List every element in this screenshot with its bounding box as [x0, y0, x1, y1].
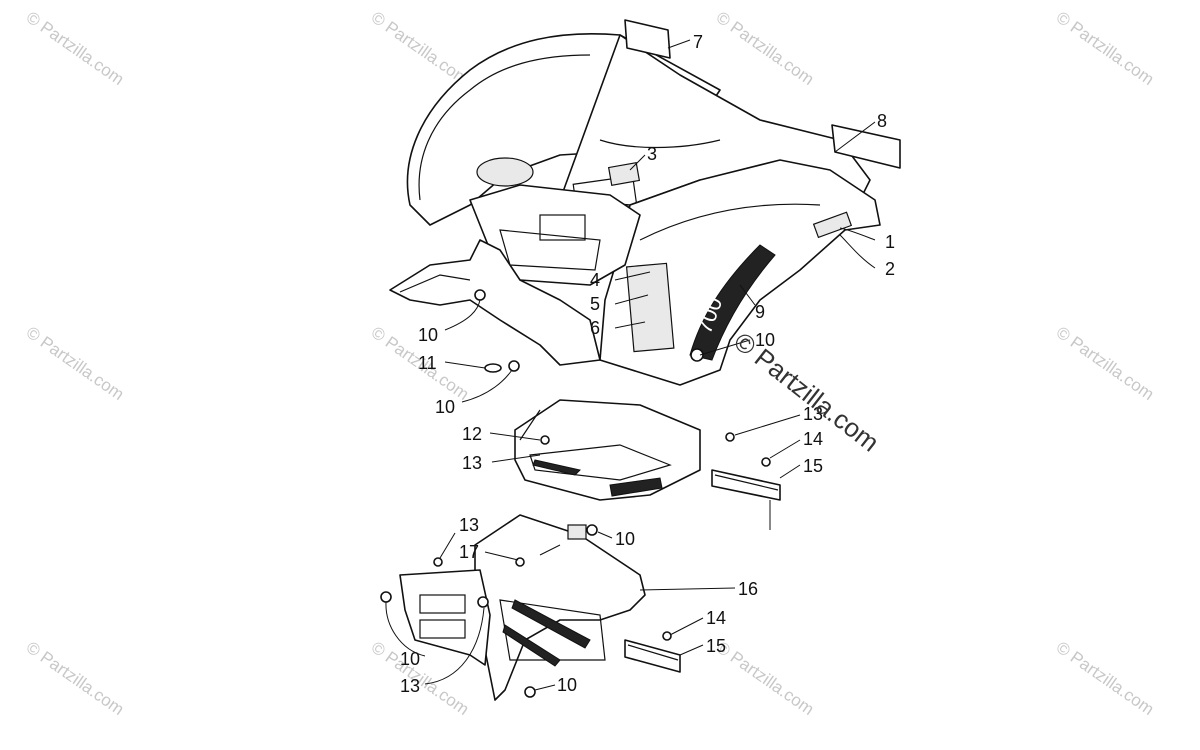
callout-14: 14	[706, 608, 726, 628]
decal-7	[624, 19, 671, 59]
fastener-icon	[515, 557, 525, 567]
callout-7: 7	[693, 32, 703, 52]
leader-lines	[385, 39, 876, 691]
decal-8	[831, 124, 901, 169]
callout-4: 4	[590, 270, 600, 290]
watermark: © Partzilla.com	[23, 8, 128, 89]
callout-10: 10	[435, 397, 455, 417]
callout-5: 5	[590, 294, 600, 314]
callout-1: 1	[885, 232, 895, 252]
fastener-icon	[477, 596, 489, 608]
callout-15: 15	[803, 456, 823, 476]
fastener-icon	[540, 435, 550, 445]
watermark: © Partzilla.com	[23, 323, 128, 404]
fastener-icon	[433, 557, 443, 567]
fastener-icon	[725, 432, 735, 442]
fastener-icon	[474, 289, 486, 301]
callout-labels: 7 8 3 1 2 4 5 6 9 10 10 11 10 13 12 13 1…	[400, 32, 895, 696]
watermark: © Partzilla.com	[713, 8, 818, 89]
callout-9: 9	[755, 302, 765, 322]
upper-footwell	[514, 399, 735, 501]
fastener-icon	[380, 591, 392, 603]
callout-15: 15	[706, 636, 726, 656]
washer-icon	[484, 363, 502, 373]
watermark: © Partzilla.com	[368, 8, 473, 89]
rear-fender: 700	[389, 32, 881, 386]
watermark: © Partzilla.com	[1053, 8, 1158, 89]
fastener-icon	[690, 348, 704, 362]
callout-14: 14	[803, 429, 823, 449]
callout-10: 10	[755, 330, 775, 350]
fastener-icon	[524, 686, 536, 698]
callout-10: 10	[557, 675, 577, 695]
callout-12: 12	[462, 424, 482, 444]
fastener-icon	[662, 631, 672, 641]
reflector	[812, 211, 853, 239]
callout-10: 10	[615, 529, 635, 549]
warning-decals	[625, 262, 675, 353]
fastener-icon	[508, 360, 520, 372]
callout-13: 13	[459, 515, 479, 535]
watermark: © Partzilla.com	[1053, 638, 1158, 719]
watermark: © Partzilla.com	[713, 638, 818, 719]
watermark: © Partzilla.com	[1053, 323, 1158, 404]
callout-8: 8	[877, 111, 887, 131]
callout-11: 11	[418, 353, 437, 373]
bracket	[567, 524, 587, 540]
lower-footwell	[380, 514, 646, 701]
callout-10: 10	[418, 325, 438, 345]
callout-13: 13	[803, 404, 823, 424]
callout-17: 17	[459, 542, 479, 562]
callout-3: 3	[647, 144, 657, 164]
watermark: © Partzilla.com	[23, 638, 128, 719]
callout-10: 10	[400, 649, 420, 669]
fastener-icon	[761, 457, 771, 467]
callout-13: 13	[400, 676, 420, 696]
callout-2: 2	[885, 259, 895, 279]
callout-13: 13	[462, 453, 482, 473]
footrest-upper	[711, 457, 781, 501]
callout-6: 6	[590, 318, 600, 338]
footrest-lower	[624, 631, 681, 673]
callout-16: 16	[738, 579, 758, 599]
fastener-icon	[586, 524, 598, 536]
